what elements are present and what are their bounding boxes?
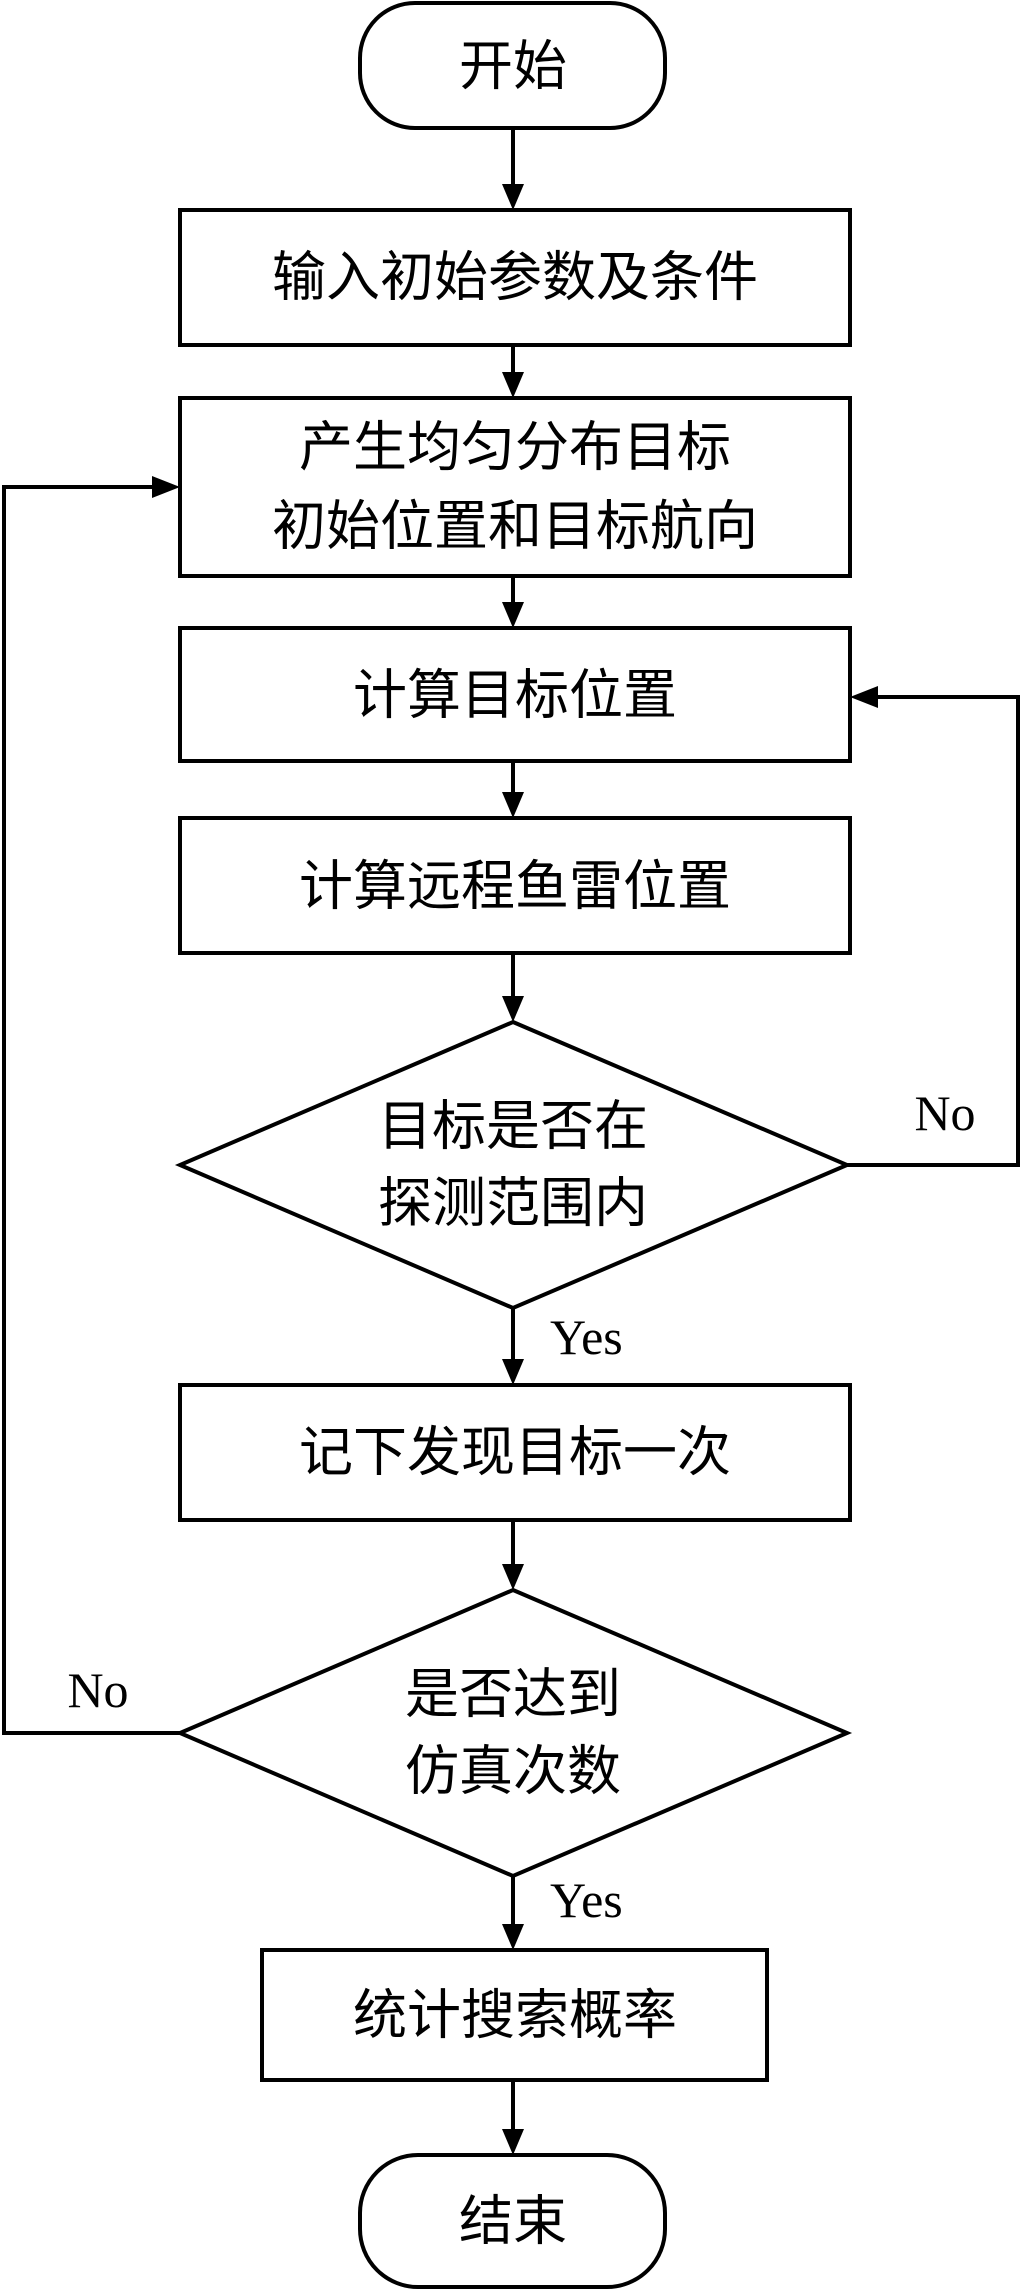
arrowhead-loop-generate bbox=[152, 476, 180, 498]
arrowhead-end bbox=[502, 2129, 524, 2155]
loop-decision2-no-to-generate bbox=[2, 485, 180, 1735]
simulation-count-decision-diamond bbox=[174, 1587, 853, 1879]
loop-decision1-no-to-calc-target bbox=[847, 695, 1020, 1167]
decision1-label-line1: 目标是否在 bbox=[378, 1095, 648, 1158]
generate-process-box bbox=[178, 396, 852, 578]
calc-target-label: 计算目标位置 bbox=[353, 664, 677, 727]
input-label: 输入初始参数及条件 bbox=[272, 246, 758, 309]
decision1-label-line2: 探测范围内 bbox=[378, 1172, 648, 1235]
arrowhead-decision2 bbox=[502, 1564, 524, 1590]
calc-torpedo-label: 计算远程鱼雷位置 bbox=[299, 855, 731, 918]
arrowhead-stats bbox=[502, 1924, 524, 1950]
decision2-label-line2: 仿真次数 bbox=[405, 1740, 621, 1803]
input-process-box bbox=[178, 208, 852, 347]
generate-label-line1: 产生均匀分布目标 bbox=[299, 416, 731, 479]
record-label: 记下发现目标一次 bbox=[299, 1421, 731, 1484]
decision1-no-label: No bbox=[914, 1085, 975, 1141]
arrowhead-generate bbox=[502, 372, 524, 398]
arrowhead-input bbox=[502, 184, 524, 210]
generate-label-line2: 初始位置和目标航向 bbox=[272, 495, 758, 558]
arrowhead-loop-calc-target bbox=[850, 686, 878, 708]
decision2-yes-label: Yes bbox=[550, 1872, 623, 1928]
end-label: 结束 bbox=[459, 2190, 567, 2253]
arrowhead-record bbox=[502, 1359, 524, 1385]
detection-decision-diamond bbox=[174, 1019, 853, 1311]
decision2-label-line1: 是否达到 bbox=[405, 1663, 621, 1726]
decision2-no-label: No bbox=[67, 1662, 128, 1718]
start-label: 开始 bbox=[459, 35, 567, 98]
decision1-yes-label: Yes bbox=[550, 1309, 623, 1365]
end-terminal bbox=[358, 2153, 667, 2289]
arrowhead-decision1 bbox=[502, 996, 524, 1022]
arrowhead-calc-target bbox=[502, 602, 524, 628]
arrowhead-calc-torpedo bbox=[502, 792, 524, 818]
calc-target-process-box bbox=[178, 626, 852, 763]
stats-label: 统计搜索概率 bbox=[353, 1984, 677, 2047]
